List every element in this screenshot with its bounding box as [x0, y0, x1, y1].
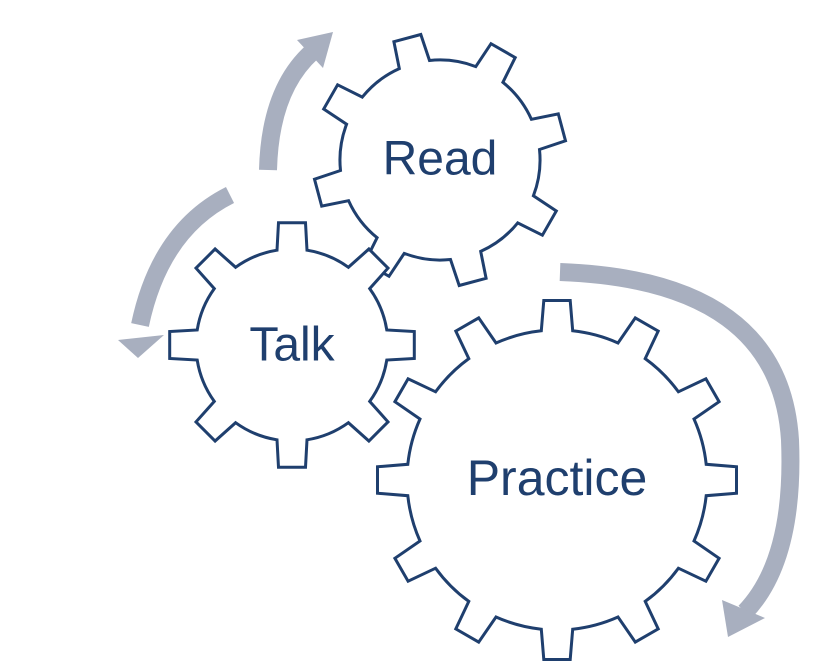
talk-gear — [168, 221, 416, 469]
practice-label: Practice — [467, 450, 648, 506]
read-gear — [312, 32, 568, 288]
cycle-arrows — [118, 32, 800, 637]
arrow-talk-to-read — [259, 45, 319, 171]
read-label: Read — [383, 133, 498, 186]
arrow-read-to-talk — [131, 186, 235, 327]
practice-gear — [376, 299, 738, 661]
arrowhead-practice — [722, 600, 765, 637]
talk-label: Talk — [249, 319, 335, 372]
arrow-read-to-practice — [559, 263, 800, 619]
arrowhead-talk — [118, 335, 164, 358]
arrowhead-read — [297, 32, 333, 68]
